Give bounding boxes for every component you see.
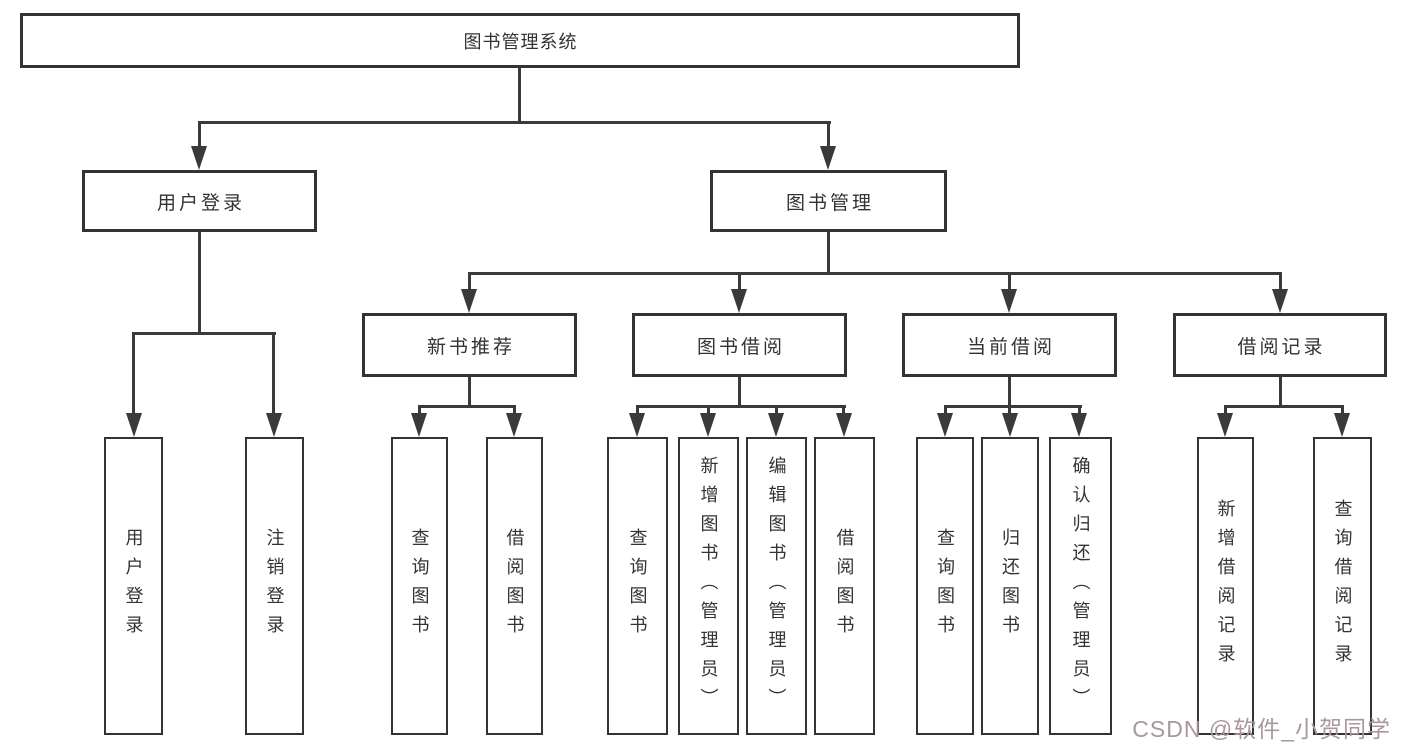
connector-drop — [1224, 405, 1227, 415]
node-add-book-admin: 新增图书（管理员） — [678, 437, 739, 735]
node-label: 借阅图书 — [504, 528, 525, 644]
connector-stem — [1279, 377, 1282, 408]
arrow-down-icon — [700, 413, 716, 437]
arrow-down-icon — [768, 413, 784, 437]
arrow-down-icon — [126, 413, 142, 437]
arrow-down-icon — [731, 289, 747, 313]
node-logout-leaf: 注销登录 — [245, 437, 304, 735]
node-label: 新增图书（管理员） — [698, 455, 719, 717]
connector-drop — [418, 405, 421, 415]
arrow-down-icon — [1002, 413, 1018, 437]
connector-drop — [132, 332, 135, 415]
arrow-down-icon — [266, 413, 282, 437]
node-user-login: 用户登录 — [82, 170, 317, 232]
connector-drop — [1008, 272, 1011, 291]
node-current-borrowing: 当前借阅 — [902, 313, 1117, 377]
arrow-down-icon — [1217, 413, 1233, 437]
connector-drop — [775, 405, 778, 415]
node-label: 归还图书 — [1000, 528, 1020, 644]
connector-rail — [418, 405, 516, 408]
node-label: 查询借阅记录 — [1332, 499, 1353, 673]
connector-stem — [198, 232, 201, 335]
connector-drop — [944, 405, 947, 415]
node-query-borrow-record: 查询借阅记录 — [1313, 437, 1372, 735]
arrow-down-icon — [411, 413, 427, 437]
node-label: 借阅图书 — [834, 528, 855, 644]
arrow-down-icon — [820, 146, 836, 170]
connector-drop — [513, 405, 516, 415]
connector-rail — [944, 405, 1082, 408]
node-book-borrowing: 图书借阅 — [632, 313, 847, 377]
connector-rail — [1224, 405, 1344, 408]
node-query-books-current: 查询图书 — [916, 437, 974, 735]
connector-rail — [132, 332, 276, 335]
connector-drop — [707, 405, 710, 415]
connector-drop — [1341, 405, 1344, 415]
connector-drop — [1008, 405, 1011, 415]
connector-drop — [272, 332, 275, 415]
node-query-books-borrowing: 查询图书 — [607, 437, 668, 735]
node-new-book-recommend: 新书推荐 — [362, 313, 577, 377]
connector-root-stem — [518, 68, 521, 122]
connector-root-rail — [198, 121, 831, 124]
connector-drop — [636, 405, 639, 415]
node-label: 确认归还（管理员） — [1070, 455, 1091, 717]
node-edit-book-admin: 编辑图书（管理员） — [746, 437, 807, 735]
node-query-books-recommend: 查询图书 — [391, 437, 448, 735]
connector-stem — [468, 377, 471, 408]
arrow-down-icon — [836, 413, 852, 437]
node-borrow-books-recommend: 借阅图书 — [486, 437, 543, 735]
node-borrowing-records: 借阅记录 — [1173, 313, 1387, 377]
connector-drop — [468, 272, 471, 291]
connector-stem — [827, 232, 830, 275]
connector-drop — [827, 121, 830, 148]
node-return-book: 归还图书 — [981, 437, 1039, 735]
connector-rail — [468, 272, 1282, 275]
arrow-down-icon — [1272, 289, 1288, 313]
connector-rail — [636, 405, 846, 408]
node-label: 注销登录 — [264, 528, 285, 644]
connector-drop — [1078, 405, 1081, 415]
connector-drop — [842, 405, 845, 415]
node-library-management-system: 图书管理系统 — [20, 13, 1020, 68]
csdn-watermark: CSDN @软件_小贺同学 — [1132, 716, 1391, 742]
arrow-down-icon — [461, 289, 477, 313]
connector-drop — [1279, 272, 1282, 291]
arrow-down-icon — [506, 413, 522, 437]
node-label: 查询图书 — [935, 528, 955, 644]
node-label: 查询图书 — [409, 528, 430, 644]
node-user-login-leaf: 用户登录 — [104, 437, 163, 735]
arrow-down-icon — [1001, 289, 1017, 313]
node-confirm-return-admin: 确认归还（管理员） — [1049, 437, 1112, 735]
arrow-down-icon — [937, 413, 953, 437]
node-label: 新增借阅记录 — [1215, 499, 1236, 673]
arrow-down-icon — [629, 413, 645, 437]
connector-stem — [738, 377, 741, 408]
node-label: 编辑图书（管理员） — [766, 455, 787, 717]
node-label: 用户登录 — [123, 528, 144, 644]
node-book-management: 图书管理 — [710, 170, 947, 232]
arrow-down-icon — [1071, 413, 1087, 437]
connector-stem — [1008, 377, 1011, 408]
node-add-borrow-record: 新增借阅记录 — [1197, 437, 1254, 735]
connector-drop — [198, 121, 201, 148]
arrow-down-icon — [191, 146, 207, 170]
node-borrow-books-leaf: 借阅图书 — [814, 437, 875, 735]
node-label: 查询图书 — [627, 528, 648, 644]
connector-drop — [738, 272, 741, 291]
arrow-down-icon — [1334, 413, 1350, 437]
